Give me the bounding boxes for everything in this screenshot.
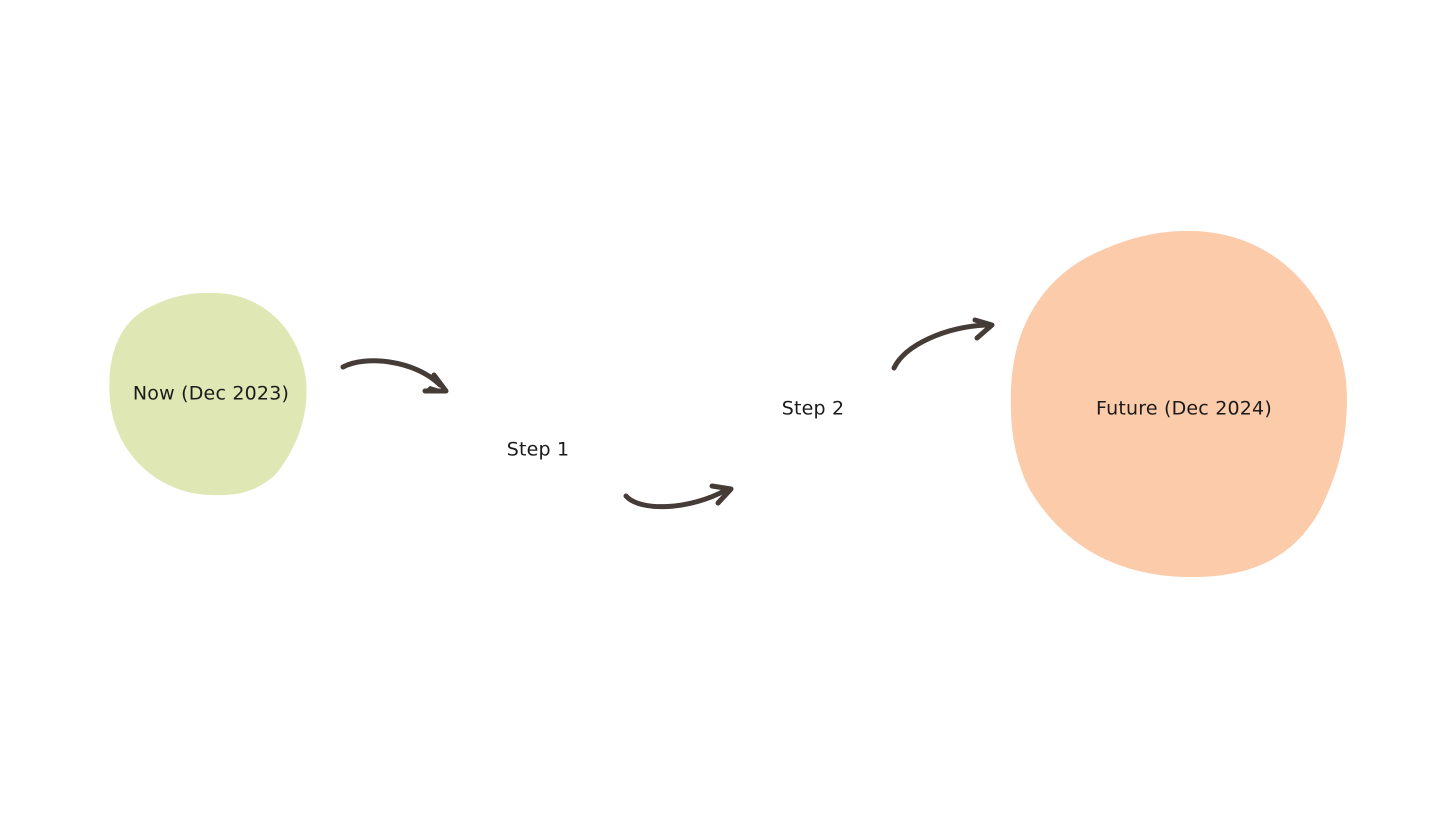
node-step1-label: Step 1 (506, 438, 570, 461)
future-blob (1010, 230, 1347, 578)
node-future-label: Future (Dec 2024) (1096, 397, 1272, 420)
node-step2-label: Step 2 (781, 397, 845, 420)
node-now-label: Now (Dec 2023) (132, 382, 290, 405)
now-blob (109, 292, 307, 496)
arrow-now-to-step1 (340, 358, 449, 394)
arrow-step2-to-future (891, 317, 995, 371)
arrow-step1-to-step2 (623, 483, 734, 510)
